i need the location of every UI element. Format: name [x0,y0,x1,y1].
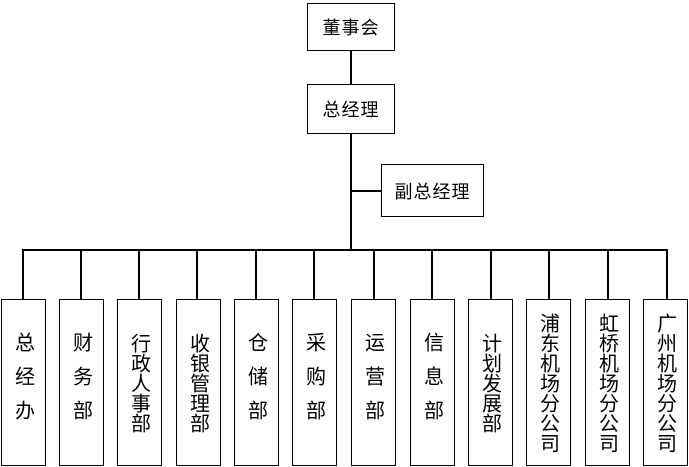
department-box-operations: 运营部 [351,299,396,466]
connector-drop-11 [666,249,668,300]
department-label: 采购部 [302,331,327,434]
connector-drop-7 [431,249,433,300]
department-box-admin-hr: 行政人事部 [117,299,162,466]
connector-drop-8 [490,249,492,300]
department-box-general-office: 总经办 [1,299,46,466]
connector-trunk-to-deputy [350,190,381,192]
connector-drop-2 [138,249,140,300]
department-label: 运营部 [361,331,386,434]
department-box-warehouse: 仓储部 [234,299,279,466]
connector-drop-10 [607,249,609,300]
board-of-directors-box: 董事会 [307,3,395,51]
deputy-general-manager-box: 副总经理 [381,164,484,217]
department-label: 浦东机场分公司 [536,312,561,453]
department-box-cashier-management: 收银管理部 [176,299,221,466]
connector-drop-3 [196,249,198,300]
department-box-hongqiao-airport-branch: 虹桥机场分公司 [585,299,630,466]
department-box-procurement: 采购部 [292,299,337,466]
connector-drop-5 [313,249,315,300]
connector-drop-1 [80,249,82,300]
department-label: 信息部 [420,331,445,434]
department-label: 计划发展部 [478,332,503,433]
connector-horizontal-bus [22,249,668,251]
general-manager-label: 总经理 [322,100,380,121]
connector-drop-6 [373,249,375,300]
board-of-directors-label: 董事会 [322,18,380,39]
connector-drop-4 [255,249,257,300]
department-label: 行政人事部 [127,332,152,433]
department-box-information: 信息部 [410,299,455,466]
general-manager-box: 总经理 [307,84,395,134]
department-box-pudong-airport-branch: 浦东机场分公司 [526,299,571,466]
connector-board-to-gm [350,50,352,85]
department-label: 财务部 [69,331,94,434]
connector-drop-0 [22,249,24,300]
department-label: 总经办 [11,331,36,434]
department-box-planning-development: 计划发展部 [468,299,513,466]
department-box-guangzhou-airport-branch: 广州机场分公司 [643,299,688,466]
department-label: 收银管理部 [186,332,211,433]
department-label: 虹桥机场分公司 [595,312,620,453]
department-label: 广州机场分公司 [653,312,678,453]
department-label: 仓储部 [244,331,269,434]
department-box-finance: 财务部 [59,299,104,466]
connector-drop-9 [548,249,550,300]
deputy-general-manager-label: 副总经理 [394,181,471,203]
